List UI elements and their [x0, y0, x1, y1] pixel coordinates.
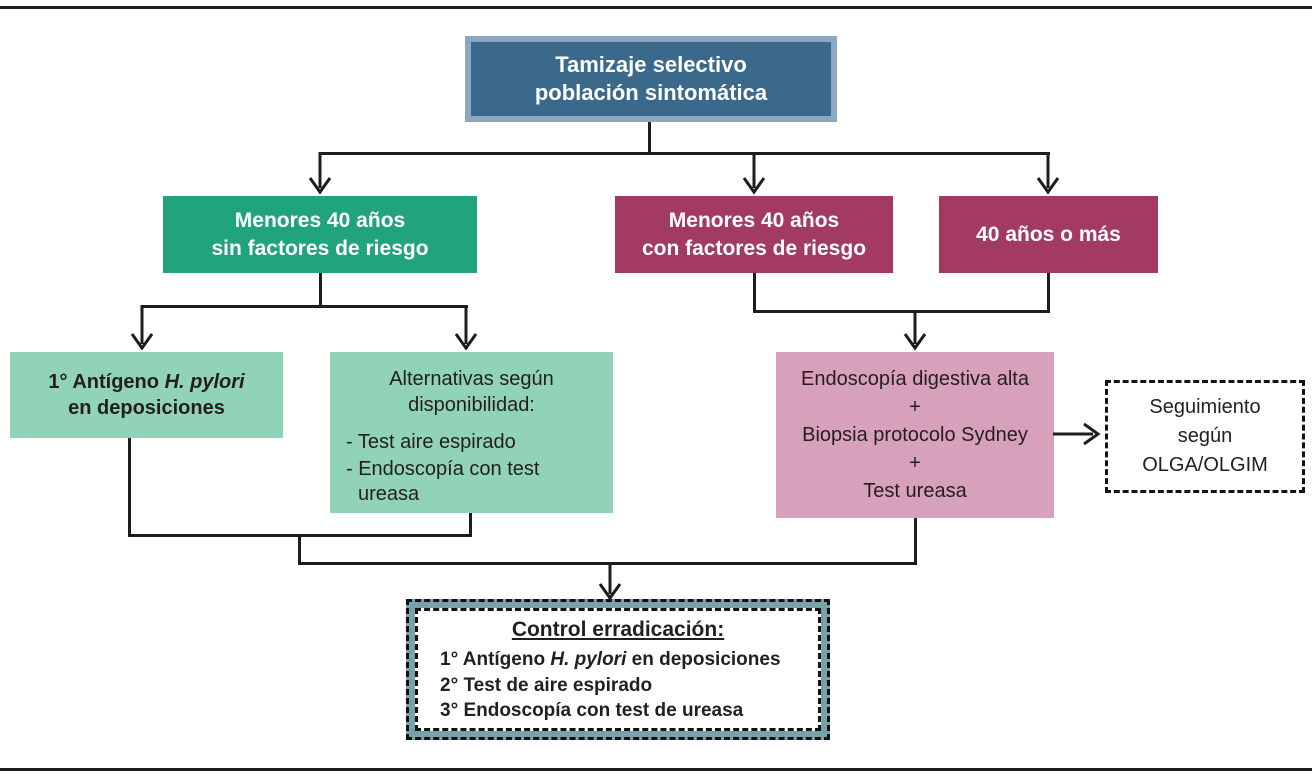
arrow-down-icon: [598, 562, 622, 601]
connector-root-stem: [648, 122, 651, 154]
antigen-line2: en deposiciones: [68, 397, 225, 419]
branch-mid-line2: con factores de riesgo: [641, 236, 867, 260]
followup-line2: según: [1177, 425, 1233, 447]
connector-alternatives-drop: [469, 513, 472, 537]
antigen-line1: 1° Antígeno H. pylori: [48, 369, 244, 395]
plus-sign: +: [909, 396, 921, 418]
alternatives-item: - Endoscopía con test ureasa: [346, 458, 540, 505]
connector-maroon-left-stem: [753, 273, 756, 313]
antigen-line1-prefix: 1° Antígeno: [48, 371, 165, 393]
followup-line3: OLGA/OLGIM: [1142, 454, 1268, 476]
eradication-item: 2° Test de aire espirado: [440, 674, 653, 696]
arrow-down-icon: [903, 310, 927, 351]
connector-endoscopy-drop: [914, 518, 917, 565]
root-box-line1: Tamizaje selectivo: [555, 51, 747, 77]
eradication-control-box: Control erradicación: 1° Antígeno H. pyl…: [406, 599, 830, 740]
plus-sign: +: [909, 452, 921, 474]
branch-box-under40-no-risk: Menores 40 años sin factores de riesgo: [163, 196, 477, 273]
bottom-rule: [0, 768, 1312, 771]
eradication-control-title: Control erradicación:: [511, 618, 725, 641]
eradication-control-list: 1° Antígeno H. pylori en deposiciones 2°…: [428, 647, 808, 724]
branch-box-40-or-more: 40 años o más: [939, 196, 1158, 273]
branch-left-line1: Menores 40 años: [234, 209, 406, 233]
connector-maroon-crossbar: [753, 310, 1050, 313]
eradication-control-inner: Control erradicación: 1° Antígeno H. pyl…: [415, 608, 821, 731]
eradication-item1-prefix: 1° Antígeno: [440, 649, 551, 670]
eradication-item1-suffix: en deposiciones: [626, 649, 781, 670]
connector-green-stem: [319, 273, 322, 307]
root-box-screening: Tamizaje selectivo población sintomática: [465, 36, 837, 122]
arrow-down-icon: [308, 152, 332, 195]
endoscopy-line: Endoscopía digestiva alta: [801, 368, 1029, 390]
branch-box-under40-with-risk: Menores 40 años con factores de riesgo: [615, 196, 893, 273]
top-rule: [0, 6, 1312, 9]
connector-antigen-drop: [128, 438, 131, 537]
root-box-line2: población sintomática: [534, 80, 768, 105]
antigen-stool-test-box: 1° Antígeno H. pylori en deposiciones: [10, 352, 283, 438]
antigen-line1-italic: H. pylori: [164, 371, 245, 393]
connector-green-crossbar: [142, 305, 468, 308]
alternatives-item: - Test aire espirado: [346, 431, 516, 453]
connector-main-merge-bar: [298, 562, 917, 565]
alternatives-list: - Test aire espirado - Endoscopía con te…: [330, 430, 613, 509]
eradication-item1-italic: H. pylori: [550, 649, 627, 670]
branch-mid-line1: Menores 40 años: [668, 209, 840, 233]
arrow-right-icon: [1053, 422, 1101, 446]
endoscopy-protocol-box: Endoscopía digestiva alta + Biopsia prot…: [776, 352, 1054, 518]
branch-right-label: 40 años o más: [976, 222, 1121, 246]
arrow-down-icon: [1036, 152, 1060, 195]
connector-maroon-right-stem: [1047, 273, 1050, 313]
eradication-item: 3° Endoscopía con test de ureasa: [440, 700, 744, 722]
followup-olga-box: Seguimiento según OLGA/OLGIM: [1105, 380, 1305, 493]
alternatives-title-line1: Alternativas según: [389, 368, 554, 390]
connector-left-merge-drop: [298, 534, 301, 565]
endoscopy-line: Biopsia protocolo Sydney: [802, 424, 1028, 446]
alternatives-box: Alternativas según disponibilidad: - Tes…: [330, 352, 613, 513]
arrow-down-icon: [130, 305, 154, 351]
connector-root-crossbar: [320, 152, 1050, 155]
arrow-down-icon: [742, 152, 766, 195]
followup-line1: Seguimiento: [1149, 396, 1261, 418]
arrow-down-icon: [454, 305, 478, 351]
alternatives-title-line2: disponibilidad:: [408, 394, 535, 416]
endoscopy-line: Test ureasa: [863, 480, 967, 502]
eradication-item: 1° Antígeno H. pylori en deposiciones: [440, 647, 808, 673]
branch-left-line2: sin factores de riesgo: [211, 236, 429, 260]
